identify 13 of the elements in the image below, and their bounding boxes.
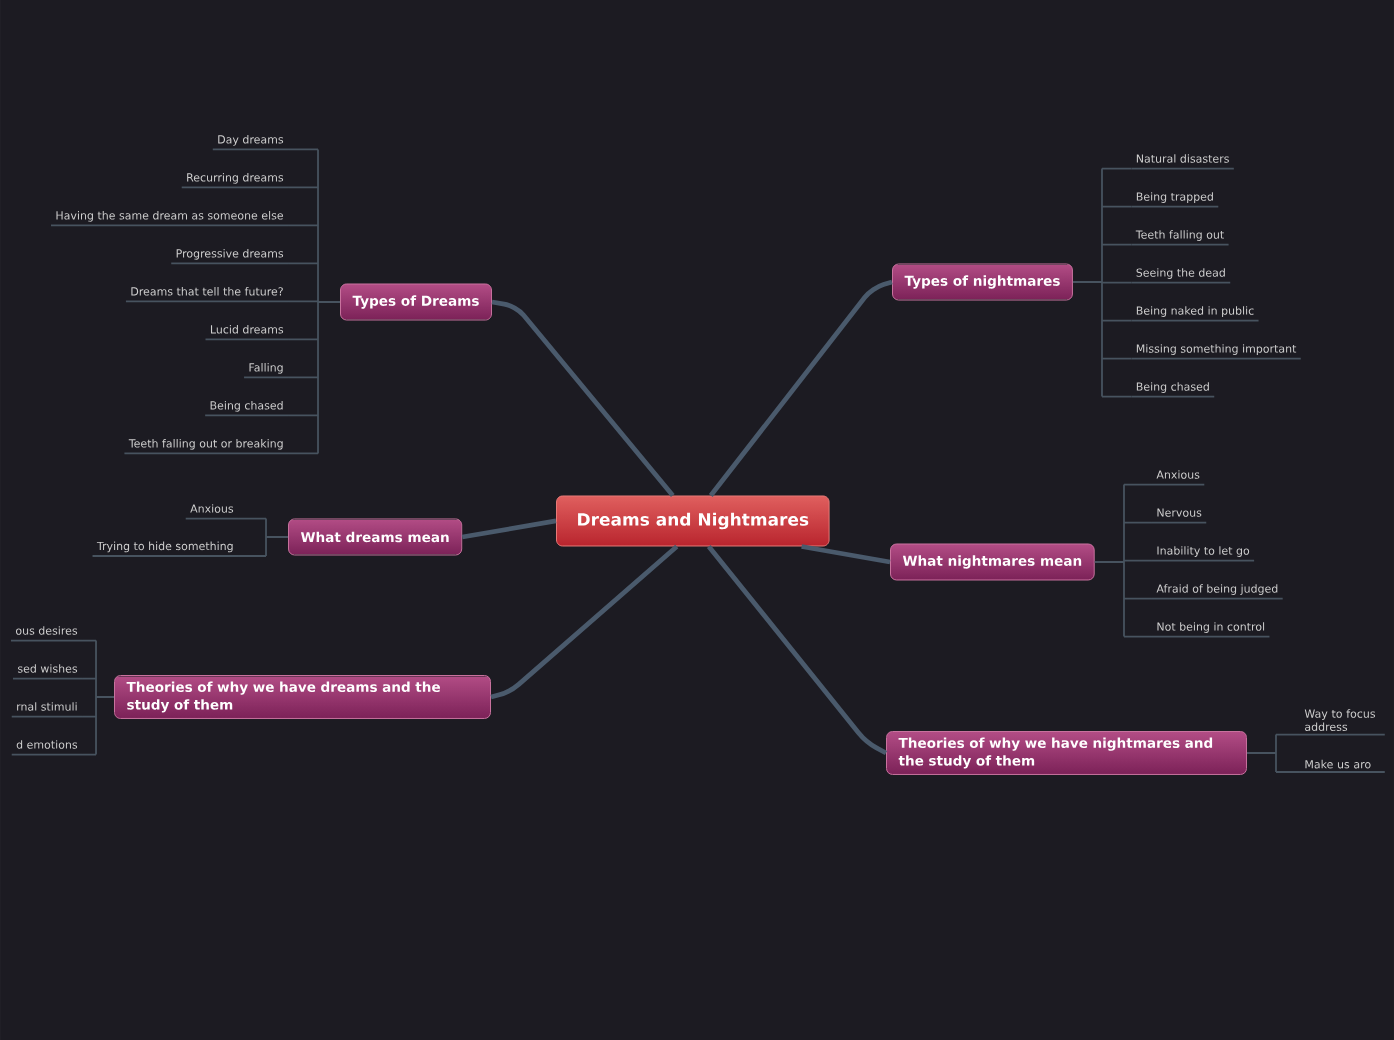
connector-line [708, 279, 893, 497]
connector-line [237, 517, 289, 557]
connector-line [706, 545, 888, 756]
connector-line [1093, 483, 1153, 638]
connector-line [287, 148, 341, 455]
connector-line [491, 299, 675, 498]
connector-line [1246, 733, 1301, 773]
connector-line [461, 518, 557, 540]
connector-line [1072, 167, 1133, 398]
central-topic-box: Dreams and Nightmares [556, 495, 830, 547]
connector-line [81, 639, 115, 756]
connector-line [801, 544, 891, 565]
connector-line [490, 544, 679, 700]
